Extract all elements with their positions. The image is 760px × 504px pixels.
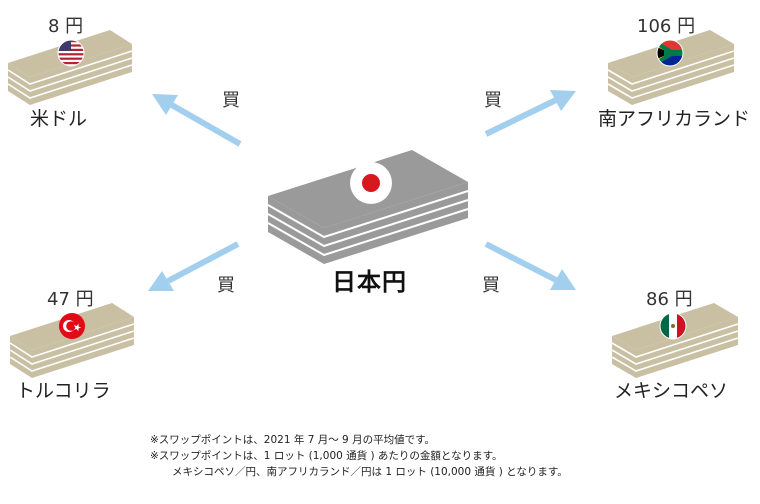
zar-amount: 106 円 xyxy=(637,16,696,37)
usd-label: 米ドル xyxy=(30,108,88,130)
buy-label-zar: 買 xyxy=(484,90,502,111)
south-africa-flag-icon xyxy=(656,39,684,67)
mexico-flag-icon xyxy=(659,312,687,340)
buy-label-try: 買 xyxy=(217,275,235,296)
jpy-label: 日本円 xyxy=(332,268,407,296)
arrow-to-mxn xyxy=(484,241,576,290)
mxn-label: メキシコペソ xyxy=(614,380,729,402)
stack-mxn-side xyxy=(612,317,738,378)
buy-label-usd: 買 xyxy=(222,90,240,111)
footnote-3: メキシコペソ／円、南アフリカランド／円は 1 ロット (10,000 通貨 ) … xyxy=(172,466,568,478)
try-amount: 47 円 xyxy=(47,289,94,310)
japan-flag-icon xyxy=(350,162,392,204)
stack-usd-lines xyxy=(7,50,133,99)
stack-mxn-lines xyxy=(611,323,739,372)
zar-label: 南アフリカランド xyxy=(598,108,751,130)
footnote-1: ※スワップポイントは、2021 年 7 月～ 9 月の平均値です。 xyxy=(150,434,436,446)
mxn-amount: 86 円 xyxy=(646,289,693,310)
try-label: トルコリラ xyxy=(16,380,111,402)
stack-zar-side xyxy=(608,44,734,105)
stack-try-side xyxy=(10,317,134,378)
usa-flag-icon xyxy=(57,39,85,67)
stack-usd-side xyxy=(8,44,132,105)
stack-try-lines xyxy=(9,323,135,372)
stack-jpy-lines xyxy=(267,190,469,257)
footnote-2: ※スワップポイントは、1 ロット (1,000 通貨 ) あたりの金額となります… xyxy=(150,450,503,462)
arrow-to-zar xyxy=(484,90,576,137)
stack-zar-lines xyxy=(607,50,735,99)
arrow-to-try xyxy=(148,241,240,291)
buy-label-mxn: 買 xyxy=(482,275,500,296)
arrow-to-usd xyxy=(152,94,242,147)
usd-amount: 8 円 xyxy=(48,16,84,37)
footnotes: ※スワップポイントは、2021 年 7 月～ 9 月の平均値です。 ※スワップポ… xyxy=(150,432,568,480)
turkey-flag-icon xyxy=(59,313,85,339)
arrows xyxy=(148,90,576,291)
